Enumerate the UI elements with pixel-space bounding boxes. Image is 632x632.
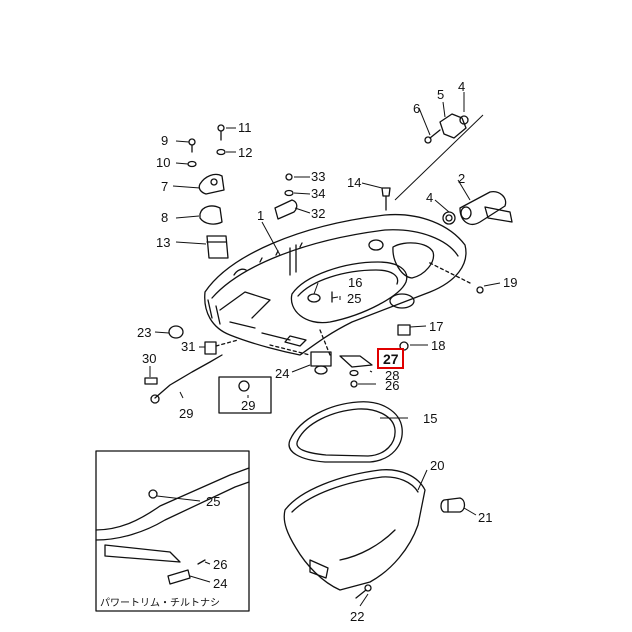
callout-22: 22	[350, 609, 364, 624]
callout-5: 5	[437, 87, 444, 102]
grommet-31-part	[204, 341, 217, 355]
block-part	[206, 235, 229, 259]
callout-10: 10	[156, 155, 170, 170]
latch-part	[439, 113, 469, 139]
bolt-19-part	[476, 286, 484, 294]
callout-24: 24	[275, 366, 289, 381]
callout-1: 1	[257, 208, 264, 223]
reference-lines	[215, 261, 471, 356]
screw-26-part	[350, 380, 358, 388]
callout-23: 23	[137, 325, 151, 340]
wire-lead-part	[150, 354, 223, 404]
callout-7: 7	[161, 179, 168, 194]
callout-29-box: 29	[241, 398, 255, 413]
inset-callout-24: 24	[213, 576, 227, 591]
callout-6: 6	[413, 101, 420, 116]
callout-4-top: 4	[458, 79, 465, 94]
grommet-17-part	[397, 324, 411, 336]
grommet-part	[440, 497, 466, 513]
bolt-22-part	[355, 584, 372, 599]
callout-29-wire: 29	[179, 406, 193, 421]
callout-26: 26	[385, 378, 399, 393]
callout-16: 16	[348, 275, 362, 290]
callout-2: 2	[458, 171, 465, 186]
top-cowling-part	[283, 469, 426, 591]
cap-part	[199, 205, 223, 225]
washer-12-part	[216, 148, 226, 156]
callout-4-mid: 4	[426, 190, 433, 205]
callout-13: 13	[156, 235, 170, 250]
bolt-33-part	[285, 173, 293, 181]
plug-16-part	[307, 293, 321, 303]
bolt-11-part	[217, 124, 225, 141]
inset-box	[95, 450, 250, 612]
lever-part	[459, 191, 513, 225]
washer-34-part	[284, 189, 294, 197]
callout-28: 28	[385, 368, 399, 383]
collar-part	[442, 211, 456, 225]
plug-23-part	[168, 325, 184, 339]
bracket-part	[198, 173, 225, 195]
inset-callout-26: 26	[213, 557, 227, 572]
screw-6-part	[424, 129, 441, 144]
tag-30-part	[144, 377, 158, 385]
callout-31: 31	[181, 339, 195, 354]
callout-25: 25	[347, 291, 361, 306]
stay-32-part	[274, 199, 298, 220]
highlight-box	[377, 348, 404, 369]
washer-28-part	[349, 369, 359, 377]
fitting-part	[381, 187, 391, 211]
leader-lines	[149, 92, 501, 607]
callout-21: 21	[478, 510, 492, 525]
callout-18: 18	[431, 338, 445, 353]
callout-34: 34	[311, 186, 325, 201]
bracket-24-part	[310, 351, 332, 375]
callout-32: 32	[311, 206, 325, 221]
callout-9: 9	[161, 133, 168, 148]
washer-10-part	[187, 160, 197, 168]
plate-27-part	[339, 355, 373, 368]
detail-box-29	[218, 376, 272, 414]
cowling-seal-part	[288, 401, 403, 463]
callout-19: 19	[503, 275, 517, 290]
callout-33: 33	[311, 169, 325, 184]
callout-30: 30	[142, 351, 156, 366]
callout-12: 12	[238, 145, 252, 160]
callout-8: 8	[161, 210, 168, 225]
callout-11: 11	[238, 120, 252, 135]
callout-14: 14	[347, 175, 361, 190]
callout-27-highlighted: 27	[383, 351, 399, 367]
inset-caption: パワートリム・チルトナシ	[100, 597, 220, 609]
callout-15: 15	[423, 411, 437, 426]
bolt-9-part	[188, 138, 196, 153]
inset-callout-25: 25	[206, 494, 220, 509]
callout-20: 20	[430, 458, 444, 473]
bottom-cowling-part	[204, 213, 467, 356]
callout-17: 17	[429, 319, 443, 334]
